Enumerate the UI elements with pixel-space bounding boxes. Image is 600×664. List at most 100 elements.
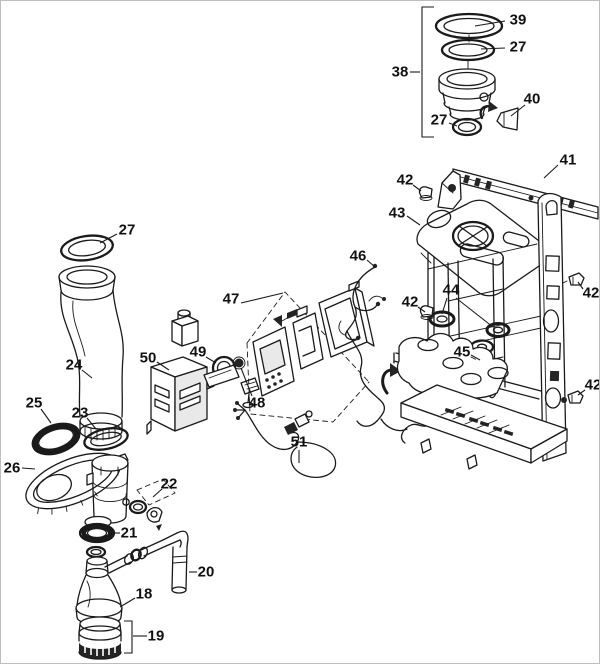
callout-23-20: 23 xyxy=(72,405,97,430)
callout-46-9: 46 xyxy=(350,248,376,268)
part-number-label: 46 xyxy=(350,248,367,265)
tailpiece-fitting xyxy=(438,68,496,121)
callout-41-5: 41 xyxy=(543,152,577,179)
pipe-24 xyxy=(58,265,124,441)
callout-38-2: 38 xyxy=(392,6,434,138)
chassis-group xyxy=(393,168,599,470)
part-number-label: 18 xyxy=(136,586,153,603)
part-number-label: 22 xyxy=(161,476,178,493)
callout-22-24: 22 xyxy=(152,476,178,498)
mounting-bracket xyxy=(273,305,324,370)
leader-line xyxy=(406,215,421,226)
tailpiece-group-38 xyxy=(434,12,519,137)
callout-27-8: 27 xyxy=(99,222,136,244)
clip-42-right-top xyxy=(562,272,585,286)
fitting-kit-22 xyxy=(128,478,176,531)
control-board-panel xyxy=(318,280,375,358)
leader-line xyxy=(577,389,586,396)
oring-23 xyxy=(83,427,129,451)
leader-line xyxy=(417,306,426,313)
rotation-arrow-icon xyxy=(479,101,498,120)
callout-40-3: 40 xyxy=(510,91,541,117)
oring-27-top xyxy=(440,38,496,62)
leader-line xyxy=(86,417,97,430)
controls-group xyxy=(146,263,465,478)
leader-line xyxy=(152,488,163,498)
ignition-coil-cylinder xyxy=(171,309,199,347)
part-number-label: 26 xyxy=(4,460,21,477)
callout-39-0: 39 xyxy=(474,12,526,29)
clip-42-mid xyxy=(419,305,434,320)
part-number-label: 45 xyxy=(454,344,471,361)
flue-pipe-assembly xyxy=(25,234,189,660)
callout-25-19: 25 xyxy=(26,395,52,424)
gasket-ring-25 xyxy=(31,422,81,456)
part-number-label: 21 xyxy=(121,525,138,542)
wire-harness-46 xyxy=(338,263,408,432)
leader-line xyxy=(577,281,584,290)
retainer-clip-40 xyxy=(496,107,519,131)
callout-44-10: 44 xyxy=(441,282,494,328)
clip-42-top xyxy=(418,186,433,201)
part-number-label: 42 xyxy=(583,285,600,302)
leader-line xyxy=(470,354,481,361)
leader-line xyxy=(455,297,494,328)
leader-line xyxy=(366,259,376,268)
callout-26-23: 26 xyxy=(4,460,36,477)
callout-43-7: 43 xyxy=(389,205,421,226)
display-board xyxy=(252,326,295,397)
top-panel-43 xyxy=(416,199,549,297)
top-bracket xyxy=(437,170,462,210)
leader-line xyxy=(474,20,506,27)
lock-ring-21 xyxy=(78,522,116,544)
part-number-label: 42 xyxy=(402,294,419,311)
callout-48-21: 48 xyxy=(240,367,266,412)
part-number-label: 19 xyxy=(148,628,165,645)
part-number-label: 42 xyxy=(585,377,600,394)
callout-42-18: 42 xyxy=(577,377,600,396)
leader-line xyxy=(119,597,136,608)
part-number-label: 27 xyxy=(119,222,136,239)
callout-47-12: 47 xyxy=(223,291,284,308)
callout-42-6: 42 xyxy=(397,172,422,192)
leader-line xyxy=(480,47,506,50)
part-number-label: 49 xyxy=(190,344,207,361)
base-tray xyxy=(400,384,568,470)
callout-51-22: 51 xyxy=(291,434,307,463)
callout-27-1: 27 xyxy=(480,39,527,56)
leader-line xyxy=(510,104,526,117)
oring-39 xyxy=(434,12,504,40)
part-number-label: 41 xyxy=(560,152,577,169)
part-number-label: 24 xyxy=(66,357,83,374)
leader-line xyxy=(205,356,217,364)
callout-42-11: 42 xyxy=(577,281,600,302)
part-number-label: 40 xyxy=(524,91,541,108)
leader-line xyxy=(240,292,284,304)
part-number-label: 50 xyxy=(140,350,157,367)
part-number-label: 23 xyxy=(72,405,89,422)
oring-27-pipe xyxy=(60,234,114,262)
leader-line xyxy=(448,122,458,127)
leader-line xyxy=(99,233,118,244)
part-number-label: 48 xyxy=(249,395,266,412)
routing-arrow-icon xyxy=(381,363,401,395)
part-number-label: 27 xyxy=(510,39,527,56)
leader-line xyxy=(21,467,36,470)
manifold-flange-26 xyxy=(25,452,130,524)
leader-line xyxy=(543,164,559,179)
callout-49-15: 49 xyxy=(190,344,217,364)
leader-line xyxy=(156,361,170,371)
leader-line xyxy=(240,367,253,397)
pump-housing xyxy=(86,453,130,524)
part-number-label: 25 xyxy=(26,395,43,412)
part-number-label: 20 xyxy=(198,564,215,581)
callout-19-28: 19 xyxy=(124,620,165,654)
leader-line xyxy=(81,369,93,379)
part-number-label: 42 xyxy=(397,172,414,189)
leader-line xyxy=(40,408,52,424)
leader-line xyxy=(412,184,422,192)
gas-valve-50 xyxy=(146,356,215,435)
